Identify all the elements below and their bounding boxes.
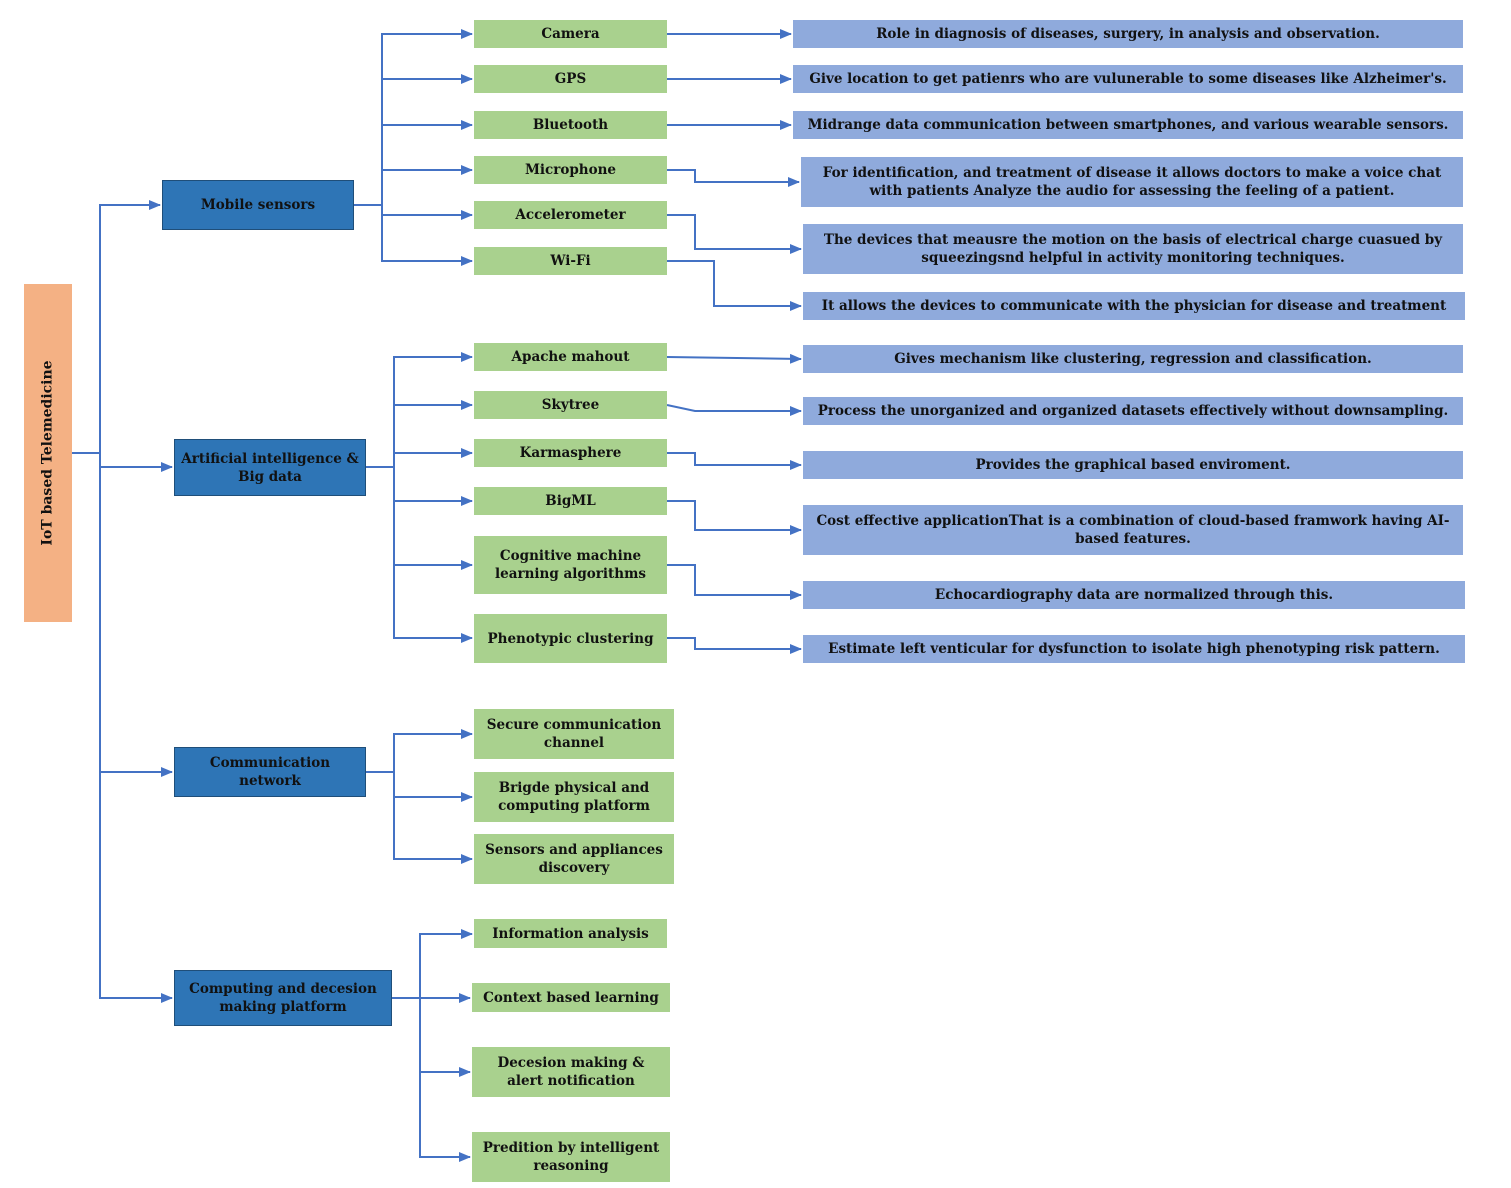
item-secure-channel: Secure communication channel (474, 709, 674, 759)
desc-camera: Role in diagnosis of diseases, surgery, … (793, 20, 1463, 48)
item-accelerometer: Accelerometer (474, 201, 667, 229)
item-bridge-platform: Brigde physical and computing platform (474, 772, 674, 822)
desc-karmasphere: Provides the graphical based enviroment. (803, 451, 1463, 479)
item-decision-alert: Decesion making & alert notification (472, 1047, 670, 1097)
item-context-learning: Context based learning (472, 983, 670, 1012)
category-communication-network: Communication network (174, 747, 366, 797)
item-gps: GPS (474, 65, 667, 93)
item-wifi: Wi-Fi (474, 247, 667, 275)
item-bigml: BigML (474, 487, 667, 515)
desc-accelerometer: The devices that meausre the motion on t… (803, 224, 1463, 274)
item-apache-mahout: Apache mahout (474, 343, 667, 371)
root-label: IoT based Telemedicine (40, 360, 57, 546)
item-information-analysis: Information analysis (474, 919, 667, 948)
item-bluetooth: Bluetooth (474, 111, 667, 139)
category-mobile-sensors: Mobile sensors (162, 180, 354, 230)
item-phenotypic-clustering: Phenotypic clustering (474, 614, 667, 663)
item-camera: Camera (474, 20, 667, 48)
desc-bigml: Cost effective applicationThat is a comb… (803, 505, 1463, 555)
category-computing-platform: Computing and decesion making platform (174, 970, 392, 1026)
desc-wifi: It allows the devices to communicate wit… (803, 292, 1465, 320)
item-microphone: Microphone (474, 156, 667, 184)
item-sensor-discovery: Sensors and appliances discovery (474, 834, 674, 884)
desc-skytree: Process the unorganized and organized da… (803, 397, 1463, 425)
item-intelligent-reasoning: Predition by intelligent reasoning (472, 1132, 670, 1182)
desc-phenotypic-clustering: Estimate left venticular for dysfunction… (803, 635, 1465, 663)
desc-cognitive-ml: Echocardiography data are normalized thr… (803, 581, 1465, 609)
desc-apache-mahout: Gives mechanism like clustering, regress… (803, 345, 1463, 373)
desc-gps: Give location to get patienrs who are vu… (793, 65, 1463, 93)
root-node: IoT based Telemedicine (24, 284, 72, 622)
item-karmasphere: Karmasphere (474, 439, 667, 467)
desc-bluetooth: Midrange data communication between smar… (793, 111, 1463, 139)
desc-microphone: For identification, and treatment of dis… (801, 157, 1463, 207)
item-cognitive-ml: Cognitive machine learning algorithms (474, 536, 667, 594)
category-ai-big-data: Artificial intelligence & Big data (174, 439, 366, 496)
item-skytree: Skytree (474, 391, 667, 419)
